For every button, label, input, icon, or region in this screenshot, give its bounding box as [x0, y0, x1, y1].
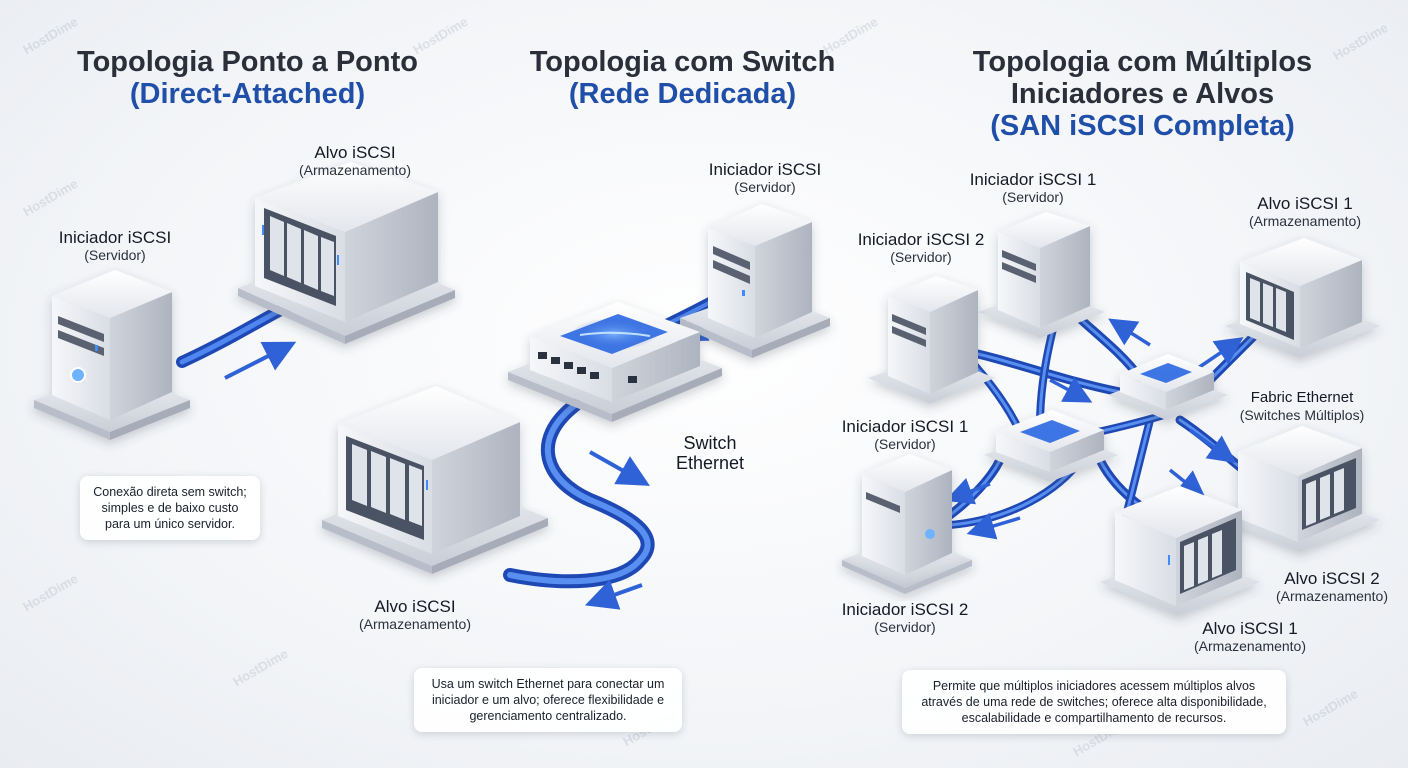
data-flow-arrow [1108, 318, 1151, 347]
p3-target-2: Alvo iSCSI 2 (Armazenamento) [1262, 569, 1402, 604]
data-flow-arrow [224, 341, 297, 380]
p3-fabric-role: (Switches Múltiplos) [1239, 407, 1365, 423]
p3-target-role: (Armazenamento) [1248, 213, 1362, 229]
panel-3-subtitle: (SAN iSCSI Completa) [990, 110, 1295, 142]
p2-switch-line2: Ethernet [675, 453, 745, 473]
data-flow-arrow [1049, 377, 1093, 403]
p3-initiator-role: (Servidor) [1002, 189, 1064, 205]
target-storage [1222, 426, 1380, 552]
initiator-base [842, 560, 972, 594]
fabric-switch [984, 410, 1118, 482]
panel-2-subtitle: (Rede Dedicada) [568, 78, 797, 110]
p1-initiator-role: (Servidor) [84, 247, 146, 263]
p3-initiator-name: Iniciador iSCSI 1 [969, 170, 1097, 189]
p3-target-1-top: Alvo iSCSI 1 (Armazenamento) [1230, 194, 1380, 229]
data-flow-arrow [589, 450, 650, 486]
data-flow-arrow [584, 579, 643, 610]
p2-switch-line1: Switch [683, 433, 737, 453]
initiator-server [868, 276, 995, 404]
p3-target-name: Alvo iSCSI 1 [1202, 619, 1298, 638]
panel-1-title-main: Topologia Ponto a Ponto [77, 46, 418, 78]
data-flow-arrow [1188, 428, 1237, 464]
p2-switch-label: Switch Ethernet [650, 433, 770, 473]
p1-target-name: Alvo iSCSI [314, 143, 396, 162]
panel-3-title: Topologia com Múltiplos Iniciadores e Al… [940, 46, 1345, 142]
panel-2-title: Topologia com Switch (Rede Dedicada) [500, 46, 865, 110]
p2-target-role: (Armazenamento) [358, 616, 472, 632]
p3-fabric-name: Fabric Ethernet [1250, 389, 1354, 406]
data-flow-arrow [1168, 468, 1206, 499]
p2-target-label: Alvo iSCSI (Armazenamento) [330, 597, 500, 632]
target-storage [322, 386, 548, 574]
panel-1-title: Topologia Ponto a Ponto (Direct-Attached… [40, 46, 455, 110]
p1-target-label: Alvo iSCSI (Armazenamento) [280, 143, 430, 178]
p1-description: Conexão direta sem switch; simples e de … [80, 476, 260, 540]
p3-initiator-2-top: Iniciador iSCSI 2 (Servidor) [846, 230, 996, 265]
p3-initiator-1-bottom: Iniciador iSCSI 1 (Servidor) [830, 417, 980, 452]
p2-initiator-name: Iniciador iSCSI [708, 160, 822, 179]
p1-target-role: (Armazenamento) [298, 162, 412, 178]
initiator-server [978, 212, 1105, 338]
target-storage [238, 162, 455, 344]
initiator-server [34, 270, 190, 440]
initiator-server [842, 454, 972, 588]
panel-3-title-line2: Iniciadores e Alvos [1010, 78, 1275, 110]
target-storage [1225, 238, 1380, 358]
p3-target-role: (Armazenamento) [1193, 638, 1307, 654]
p3-target-name: Alvo iSCSI 1 [1257, 194, 1353, 213]
fabric-switch [1108, 354, 1228, 420]
p1-initiator-label: Iniciador iSCSI (Servidor) [40, 228, 190, 263]
p2-description: Usa um switch Ethernet para conectar um … [414, 668, 682, 732]
p3-target-role: (Armazenamento) [1275, 588, 1389, 604]
p3-target-name: Alvo iSCSI 2 [1284, 569, 1380, 588]
p3-initiator-role: (Servidor) [890, 249, 952, 265]
p1-initiator-name: Iniciador iSCSI [58, 228, 172, 247]
p2-initiator-label: Iniciador iSCSI (Servidor) [690, 160, 840, 195]
initiator-server [680, 204, 830, 358]
p3-initiator-name: Iniciador iSCSI 2 [857, 230, 985, 249]
data-flow-arrow [966, 512, 1021, 540]
p3-initiator-2-bottom: Iniciador iSCSI 2 (Servidor) [830, 600, 980, 635]
p3-initiator-name: Iniciador iSCSI 2 [841, 600, 969, 619]
panel-2-title-main: Topologia com Switch [529, 46, 836, 78]
target-storage [1100, 486, 1260, 616]
p2-initiator-role: (Servidor) [734, 179, 796, 195]
p3-description: Permite que múltiplos iniciadores acesse… [902, 670, 1286, 734]
data-flow-arrow [944, 477, 991, 505]
panel-1-subtitle: (Direct-Attached) [129, 78, 366, 110]
p3-initiator-role: (Servidor) [874, 619, 936, 635]
p3-initiator-role: (Servidor) [874, 436, 936, 452]
p3-target-1-bottom: Alvo iSCSI 1 (Armazenamento) [1180, 619, 1320, 654]
p2-target-name: Alvo iSCSI [374, 597, 456, 616]
data-flow-arrow [1197, 337, 1244, 370]
p3-initiator-1-top: Iniciador iSCSI 1 (Servidor) [958, 170, 1108, 205]
p3-fabric-label: Fabric Ethernet (Switches Múltiplos) [1222, 388, 1382, 423]
panel-3-title-line1: Topologia com Múltiplos [972, 46, 1313, 78]
p3-initiator-name: Iniciador iSCSI 1 [841, 417, 969, 436]
ethernet-switch [508, 302, 722, 422]
